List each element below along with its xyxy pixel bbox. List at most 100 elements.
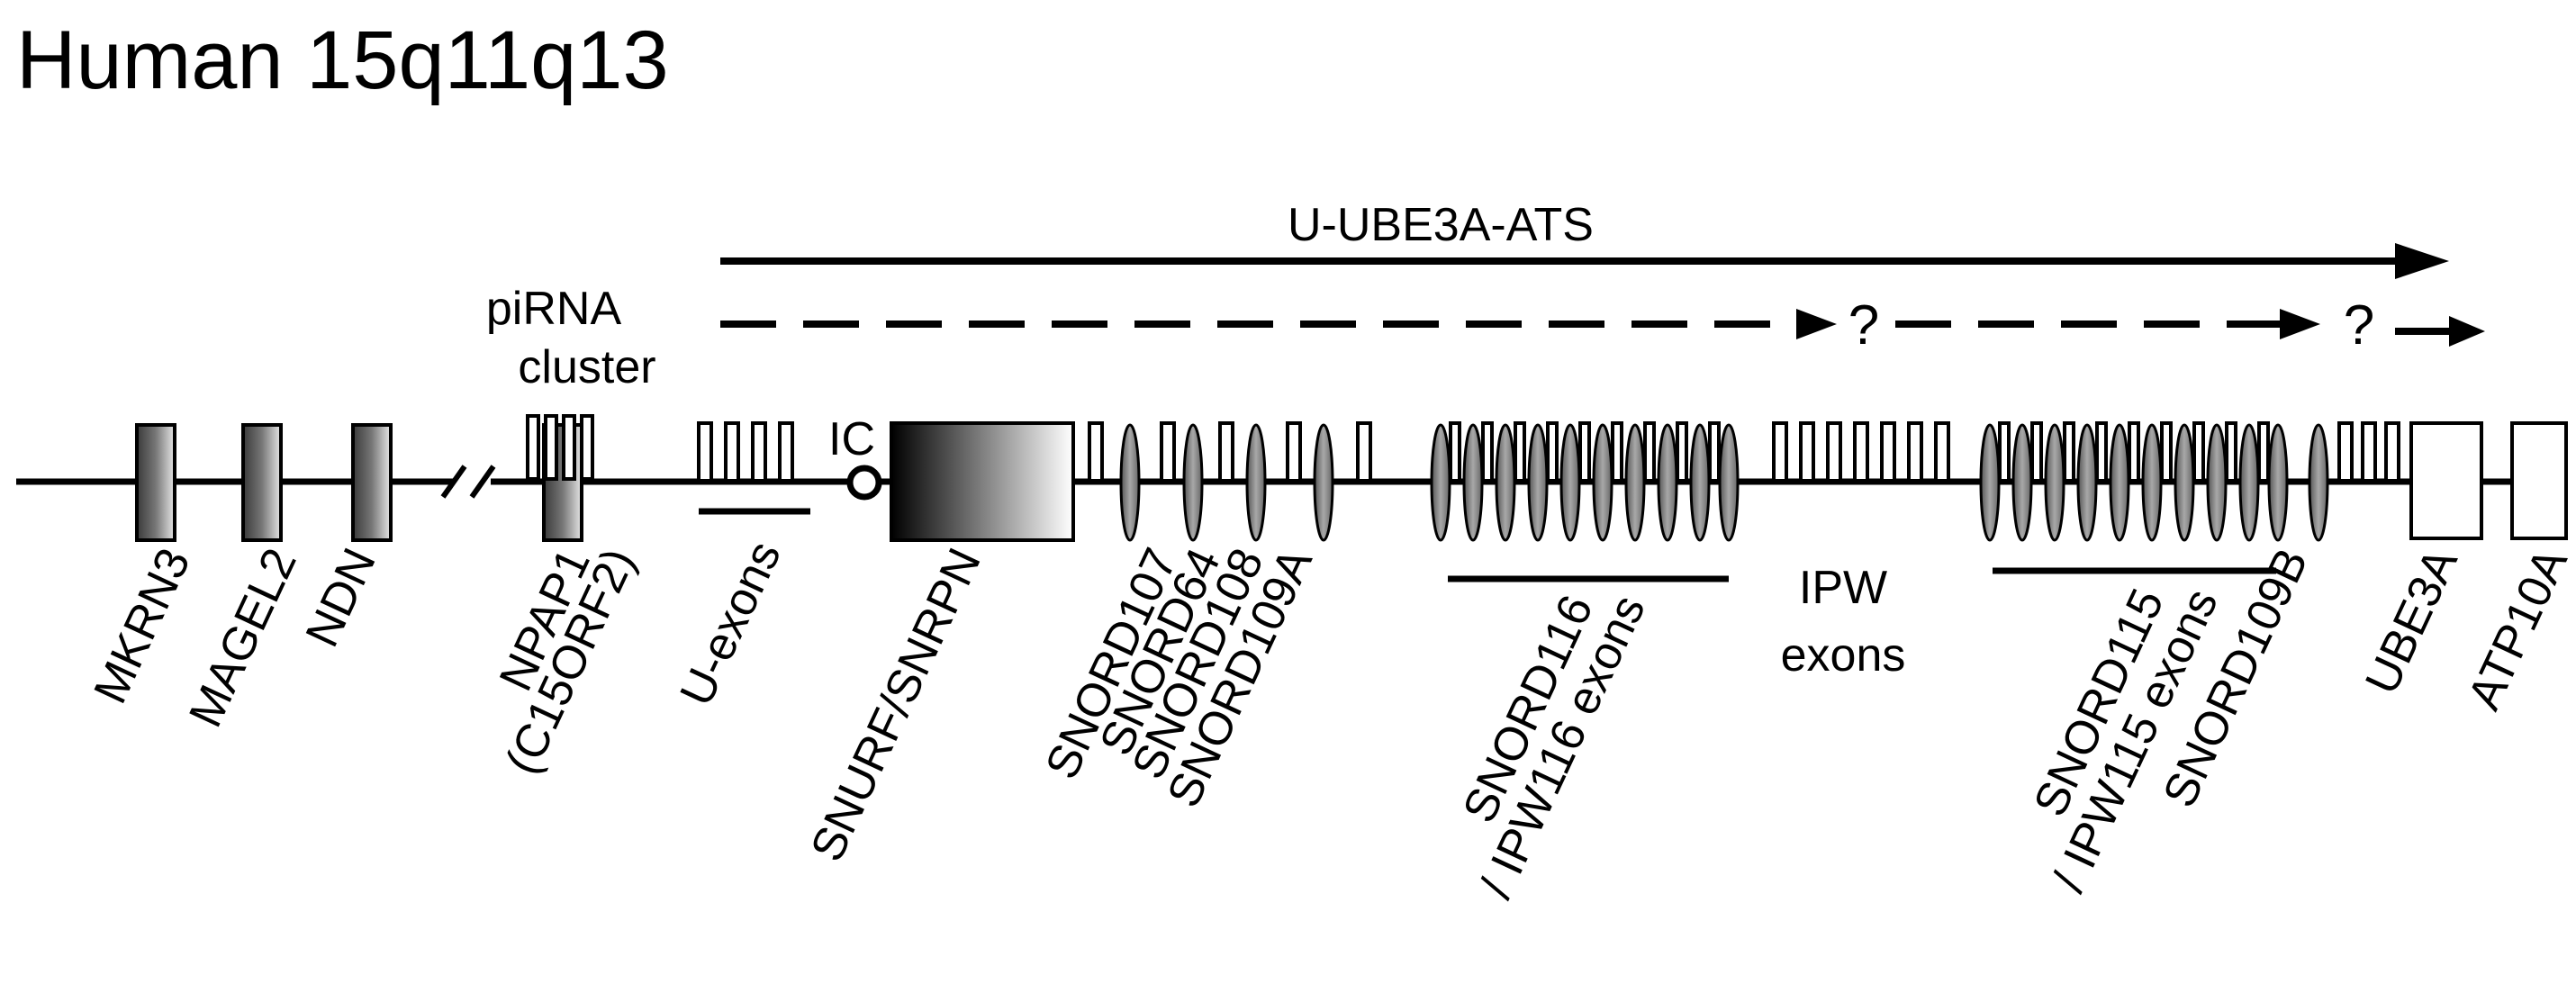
exon-tick [2361, 421, 2377, 483]
snord116-ellipse [1657, 423, 1678, 542]
diagram-title: Human 15q11q13 [16, 14, 669, 106]
snord116-exon-tick [1514, 421, 1526, 483]
snord116-ellipse [1689, 423, 1711, 542]
snord115-exon-tick [2257, 421, 2270, 483]
ipw-exon [1772, 421, 1788, 483]
pirna-tick [562, 414, 576, 481]
unknown-mark-2: ? [2344, 294, 2374, 357]
gene-box-atp10a [2510, 421, 2568, 540]
transcript-arrowhead-dashed-2 [2280, 309, 2320, 339]
exon-tick [1218, 421, 1234, 483]
snord116-cluster [1430, 421, 1740, 542]
ipw-exons-group [1772, 421, 1950, 483]
snorna-ellipse [1313, 423, 1334, 542]
snord115-ellipse [2044, 423, 2065, 542]
snord116-exon-tick [1578, 421, 1591, 483]
snord116-exon-tick [1708, 421, 1721, 483]
transcript-group: U-UBE3A-ATS ? ? [720, 199, 2485, 357]
snord115-ellipse [2109, 423, 2130, 542]
gene-box-snurf-snrpn [890, 421, 1075, 542]
pirna-tick [580, 414, 594, 481]
snord115-ellipse [1979, 423, 2001, 542]
snord116-ellipse [1430, 423, 1451, 542]
snord109b-ellipse [2308, 423, 2329, 542]
snord115-exon-tick [2095, 421, 2108, 483]
snord116-exon-tick [1611, 421, 1623, 483]
break-mark-1 [440, 465, 467, 499]
ipw-exon [1907, 421, 1923, 483]
snord115-ellipse [2206, 423, 2228, 542]
u-exon [724, 421, 740, 483]
ipw-exon [1934, 421, 1950, 483]
imprinting-center-marker [846, 465, 882, 501]
pirna-tick [544, 414, 558, 481]
transcript-arrowhead-tail [2449, 316, 2485, 347]
snord116-exon-tick [1449, 421, 1461, 483]
snord116-exon-tick [1676, 421, 1688, 483]
u-exon [778, 421, 794, 483]
label-magel2: MAGEL2 [179, 541, 307, 736]
snord109b-group [2308, 421, 2400, 542]
transcript-arrowhead-dashed-1 [1796, 309, 1837, 339]
gene-labels: MKRN3 MAGEL2 NDN NPAP1 (C15ORF2) U-exons… [84, 534, 2576, 907]
exon-tick [2337, 421, 2354, 483]
snord116-exon-tick [1481, 421, 1494, 483]
snord116-ellipse [1559, 423, 1581, 542]
snord116-ellipse [1592, 423, 1613, 542]
ipw-label-line1: IPW [1799, 562, 1887, 614]
label-snurf-snrpn: SNURF/SNRPN [801, 541, 991, 870]
pirna-label-line1: piRNA [486, 283, 622, 335]
pirna-label-line2: cluster [518, 341, 655, 393]
u-exon [751, 421, 767, 483]
snord116-ellipse [1624, 423, 1646, 542]
snord116-ellipse [1718, 423, 1740, 542]
snord115-exon-tick [2225, 421, 2237, 483]
snorna-ellipse [1182, 423, 1204, 542]
snord115-exon-tick [2160, 421, 2173, 483]
unknown-mark-1: ? [1848, 294, 1879, 357]
snord107-109a-group [1088, 421, 1372, 542]
gene-box-ndn [351, 423, 393, 542]
snord116-exon-tick [1643, 421, 1656, 483]
snord115-exon-tick [1998, 421, 2011, 483]
gene-box-mkrn3 [135, 423, 176, 542]
snord115-exon-tick [2063, 421, 2075, 483]
ipw-exon [1799, 421, 1815, 483]
snord115-ellipse [2267, 423, 2289, 542]
exon-tick [1160, 421, 1176, 483]
snord115-exon-tick [2128, 421, 2140, 483]
snord115-cluster [1979, 421, 2289, 542]
transcript-label-u-ube3a-ats: U-UBE3A-ATS [1288, 199, 1594, 251]
u-exon [697, 421, 713, 483]
snord115-exon-tick [2030, 421, 2043, 483]
imprinting-center-label: IC [828, 413, 875, 465]
snord116-exon-tick [1546, 421, 1559, 483]
break-mark-2 [469, 465, 496, 499]
label-mkrn3: MKRN3 [84, 541, 200, 711]
snord115-ellipse [2141, 423, 2163, 542]
snord115-ellipse [2238, 423, 2260, 542]
exon-tick [1088, 421, 1104, 483]
snorna-ellipse [1119, 423, 1141, 542]
label-ube3a: UBE3A [2355, 540, 2468, 701]
snord116-ellipse [1527, 423, 1549, 542]
ipw-exon [1880, 421, 1896, 483]
snord116-ellipse [1495, 423, 1516, 542]
label-ndn: NDN [296, 541, 386, 655]
ipw-label-line2: exons [1781, 629, 1906, 682]
ipw-exon [1853, 421, 1869, 483]
snord115-exon-tick [2192, 421, 2205, 483]
exon-tick [2384, 421, 2400, 483]
snord115-ellipse [2076, 423, 2098, 542]
label-u-exons: U-exons [670, 534, 791, 714]
snord115-ellipse [2174, 423, 2195, 542]
snord115-ellipse [2011, 423, 2033, 542]
pirna-tick [526, 414, 540, 481]
ipw-exon [1826, 421, 1842, 483]
pirna-cluster [526, 414, 594, 481]
snorna-ellipse [1245, 423, 1267, 542]
gene-box-ube3a [2409, 421, 2483, 540]
gene-box-magel2 [241, 423, 283, 542]
